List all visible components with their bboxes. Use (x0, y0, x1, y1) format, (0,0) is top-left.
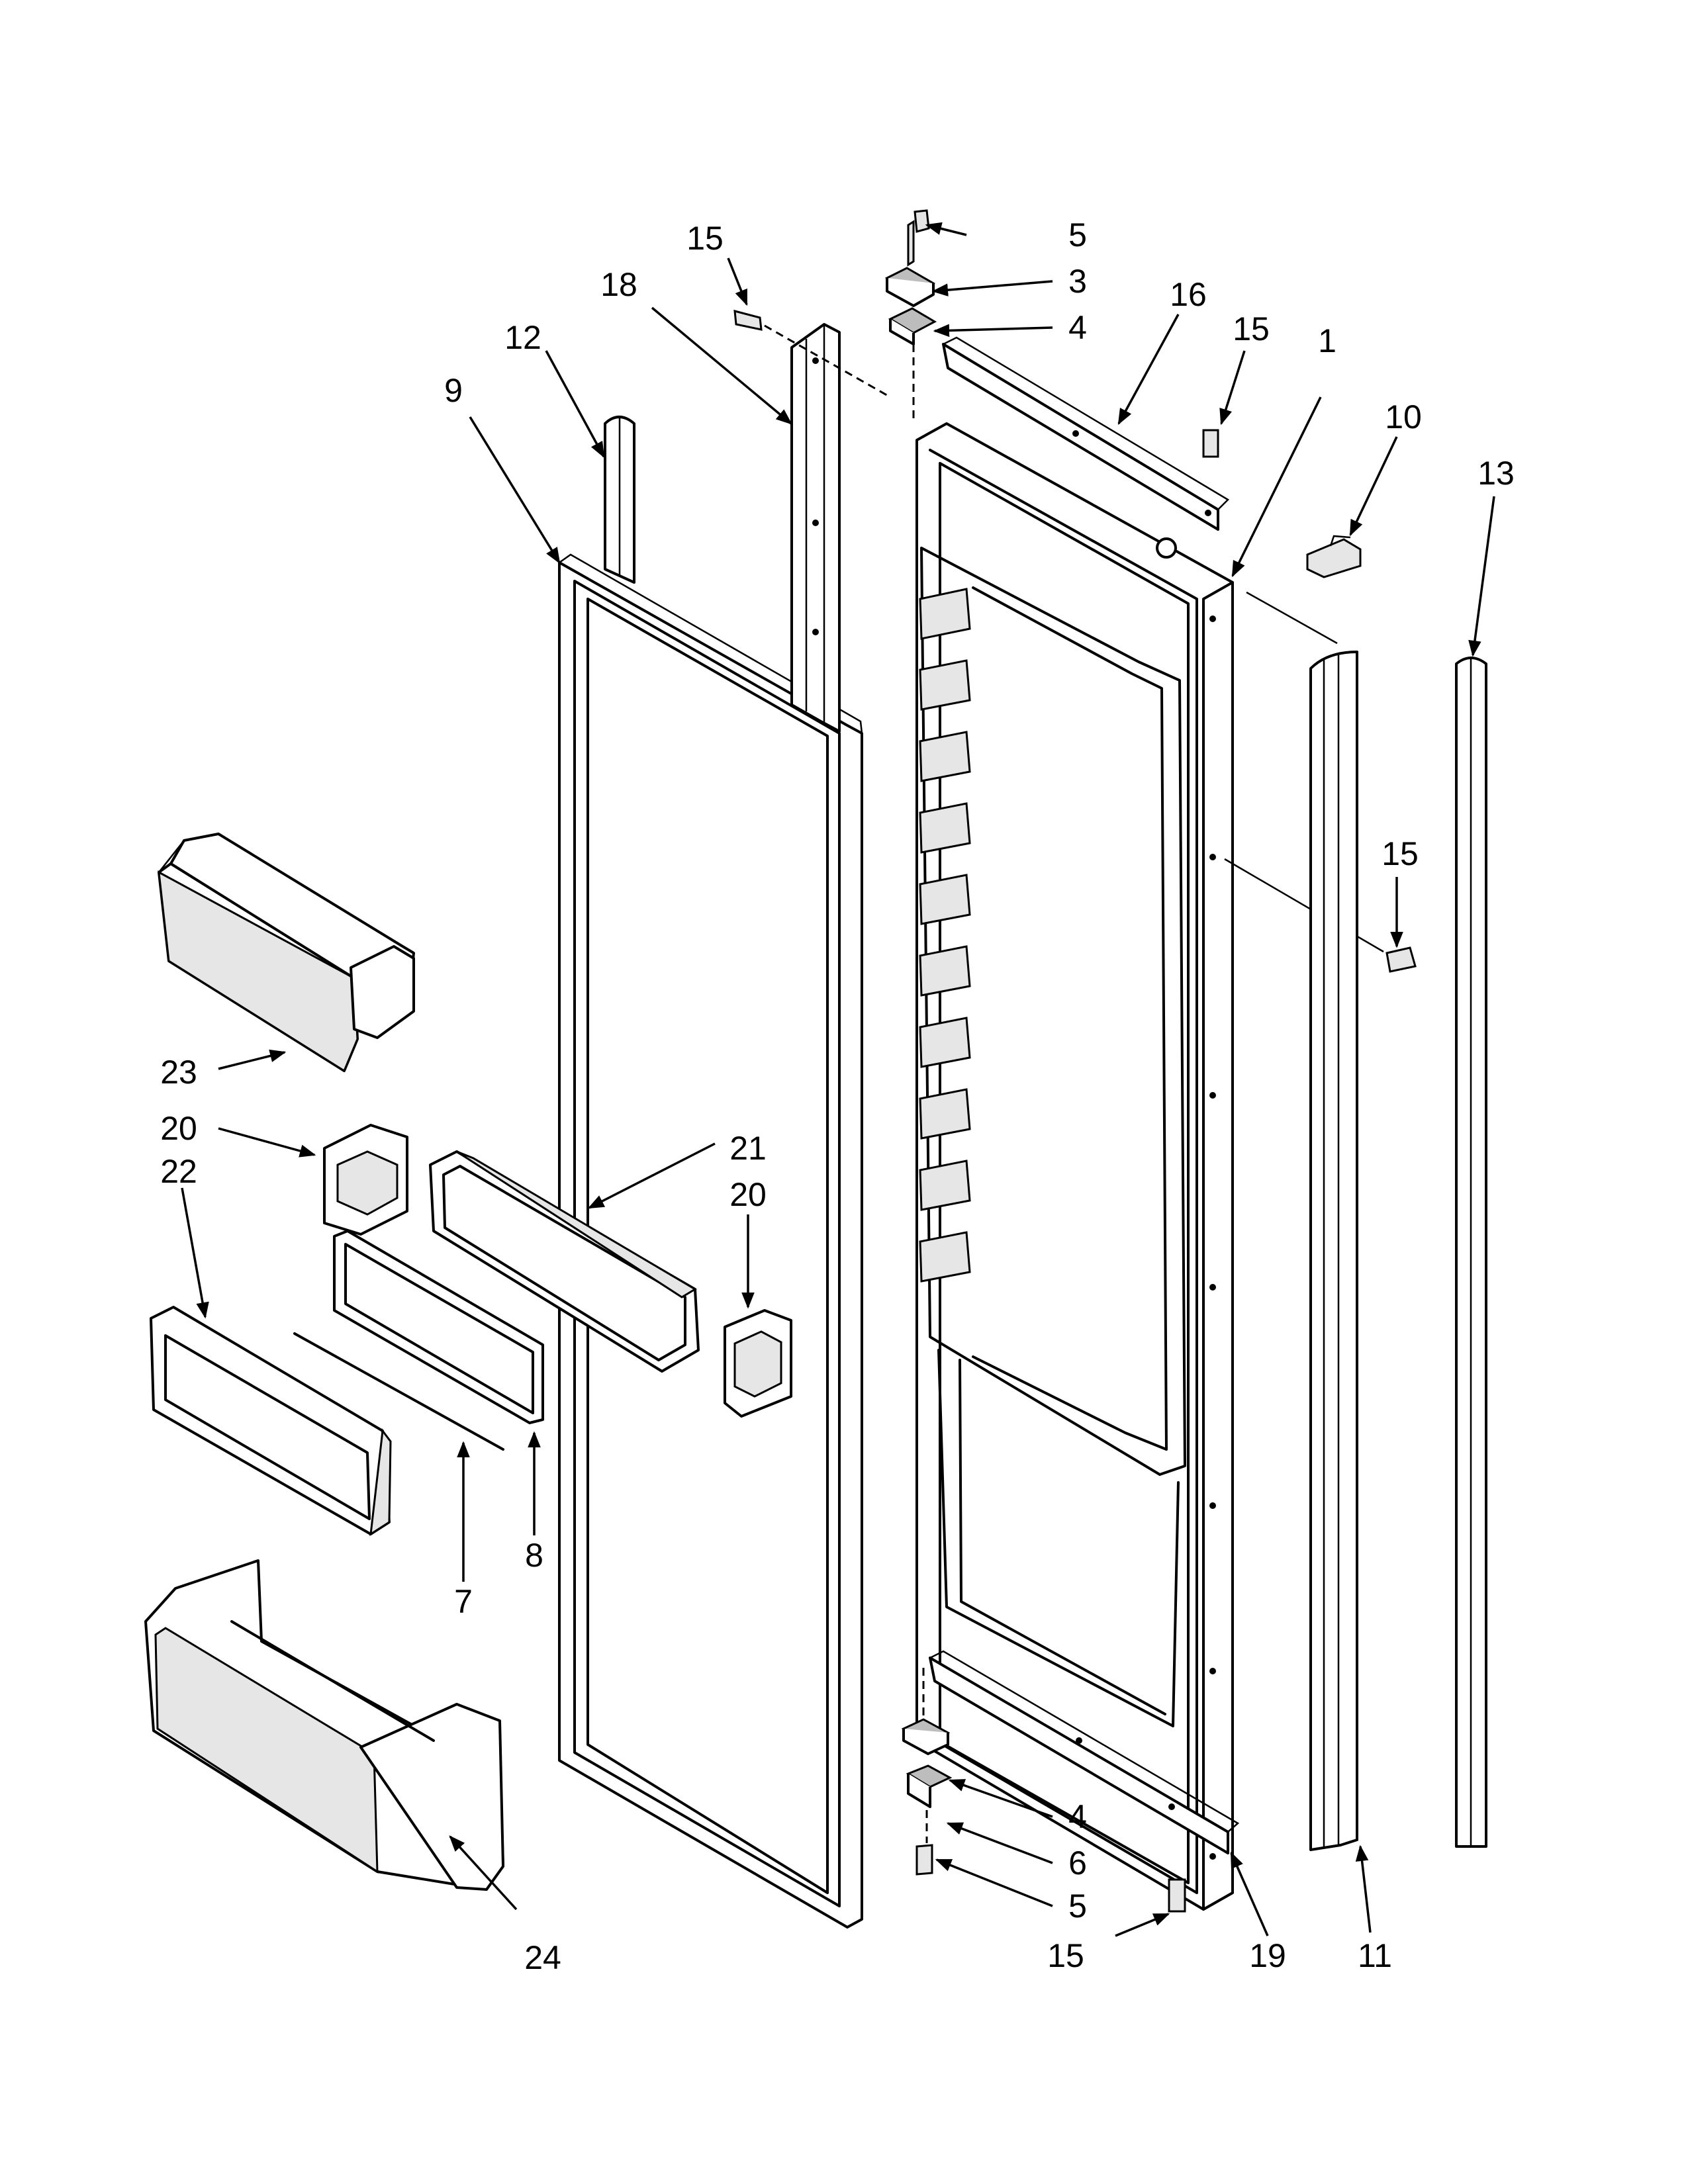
callout-20-left: 20 (160, 1110, 197, 1147)
callout-8: 8 (525, 1537, 543, 1574)
rod-part-7 (293, 1332, 504, 1451)
callout-4-bottom: 4 (1068, 1798, 1087, 1835)
door-bin-part-24 (144, 1559, 504, 1891)
callout-9: 9 (444, 372, 463, 409)
door-trim-part-18 (790, 323, 841, 733)
callout-6: 6 (1068, 1844, 1087, 1882)
callout-23: 23 (160, 1054, 197, 1091)
side-trim-part-11 (1246, 591, 1358, 1851)
callout-5-bottom: 5 (1068, 1888, 1087, 1925)
callout-24: 24 (524, 1939, 561, 1976)
callout-5-top: 5 (1068, 216, 1087, 253)
top-channel-part-16 (942, 336, 1230, 531)
top-hinge-assembly (884, 209, 937, 424)
callout-12: 12 (504, 319, 541, 356)
callout-1: 1 (1318, 322, 1336, 359)
front-panel-part-22 (150, 1306, 392, 1536)
bin-bracket-part-20-left (323, 1124, 408, 1236)
callout-21: 21 (729, 1130, 767, 1167)
callout-labels: 1 3 4 4 5 5 6 7 8 9 10 11 12 13 15 15 15… (160, 216, 1515, 1976)
housing-part-21 (429, 1150, 700, 1373)
callout-22: 22 (160, 1153, 197, 1190)
callout-4-top: 4 (1068, 309, 1087, 346)
callout-15-top-left: 15 (686, 220, 724, 257)
callout-16: 16 (1170, 276, 1207, 313)
callout-18: 18 (600, 266, 637, 303)
seal-strip-part-13 (1455, 657, 1487, 1848)
callout-7: 7 (454, 1583, 473, 1620)
callout-15-side: 15 (1382, 835, 1419, 872)
callout-10: 10 (1385, 398, 1422, 435)
seal-strip-part-12 (604, 416, 635, 584)
bin-bracket-part-20-right (724, 1309, 792, 1418)
callout-20-right: 20 (729, 1176, 767, 1213)
callout-11: 11 (1358, 1937, 1392, 1974)
bin-supports (919, 588, 971, 1283)
frame-part-8 (333, 1230, 544, 1424)
callout-15-bottom: 15 (1047, 1937, 1084, 1974)
callout-3: 3 (1068, 263, 1087, 300)
leader-lines (181, 222, 1495, 1937)
clip-part-10 (1306, 535, 1362, 578)
bottom-channel-part-19 (929, 1650, 1240, 1854)
callout-15-top-right: 15 (1233, 310, 1270, 347)
door-liner-part-1 (915, 422, 1234, 1911)
callout-13: 13 (1477, 455, 1515, 492)
bottom-hinge-assembly (901, 1668, 953, 1876)
callout-19: 19 (1249, 1937, 1286, 1974)
door-gasket-part-9 (558, 553, 863, 1929)
door-bin-part-23 (158, 833, 415, 1073)
